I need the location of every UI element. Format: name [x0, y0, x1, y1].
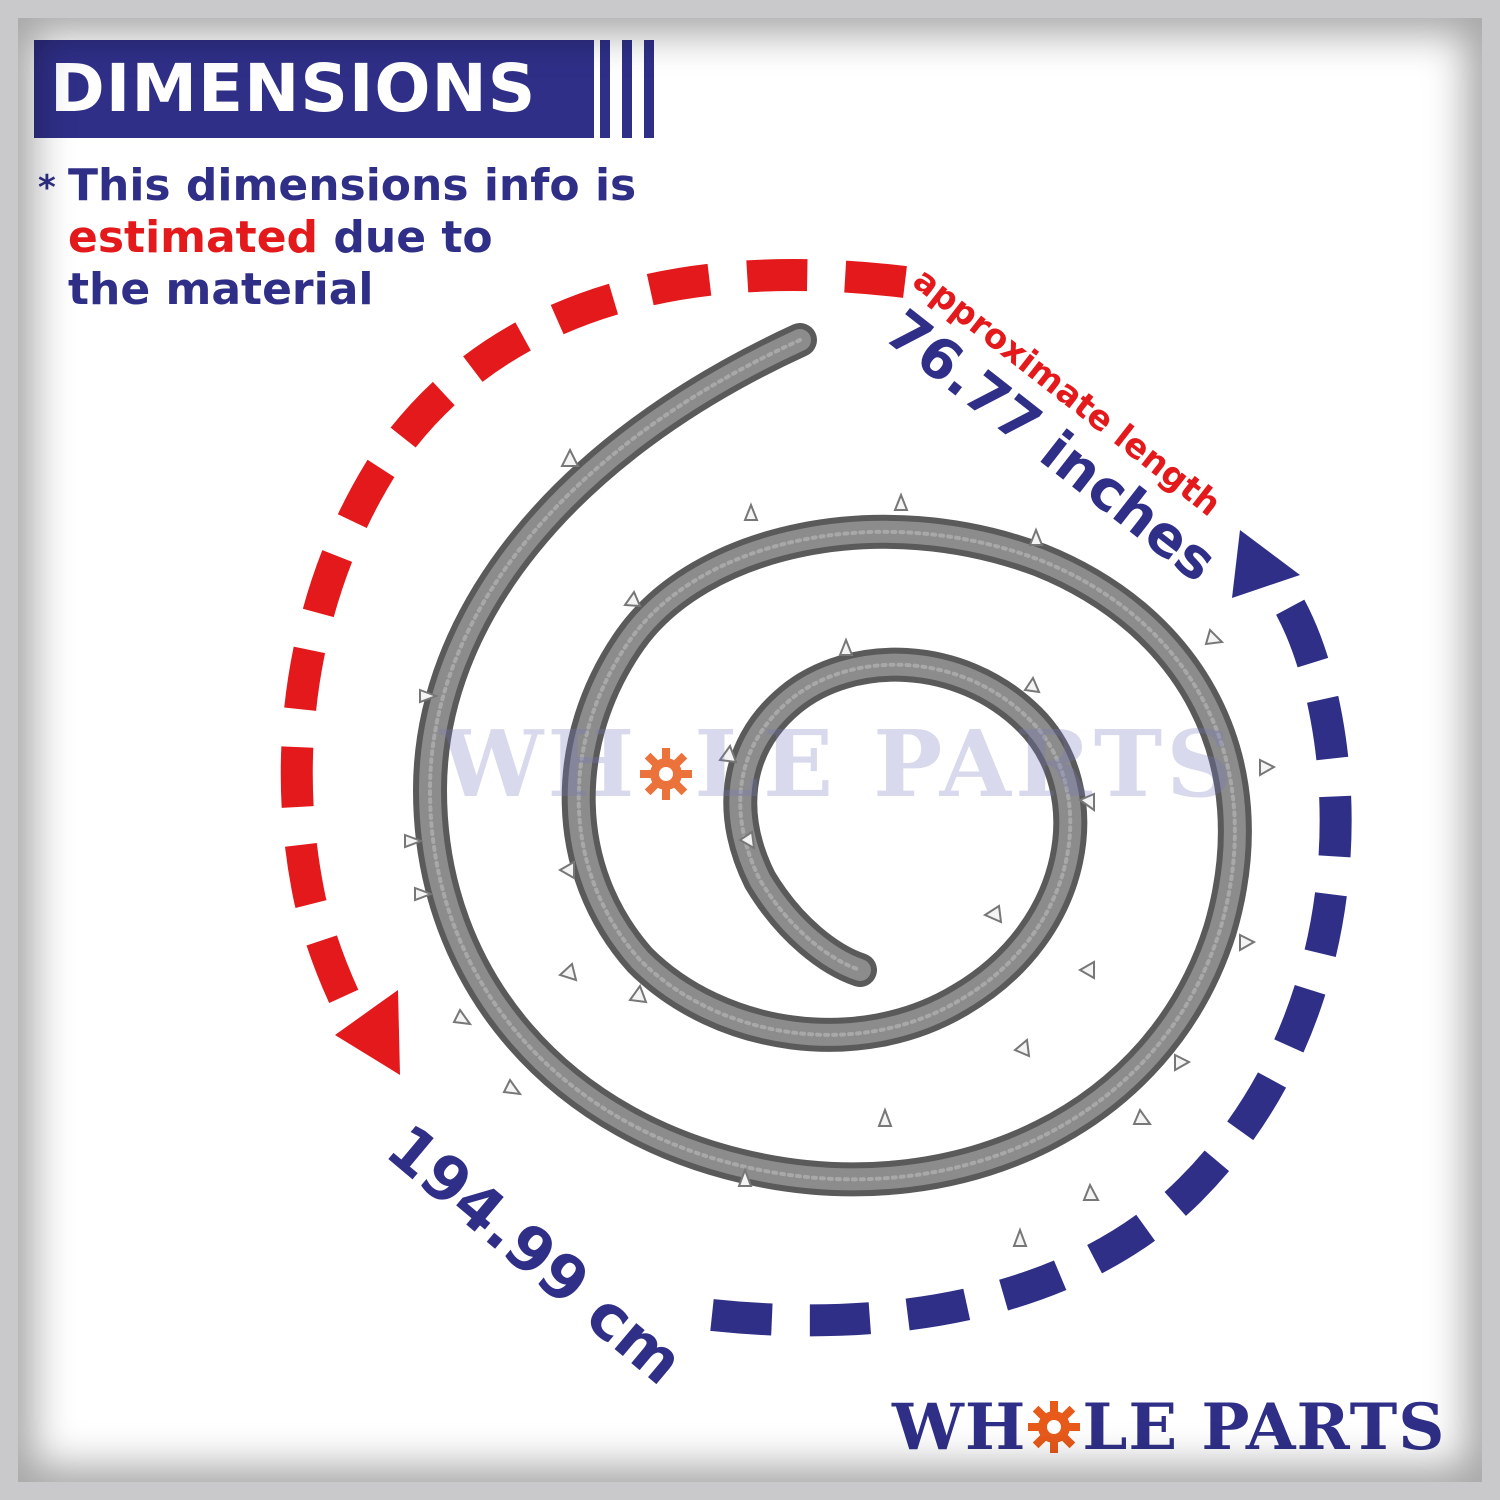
- navy-dashed-arc: [710, 581, 1352, 1337]
- note-line-1: This dimensions info is: [68, 160, 637, 211]
- header-banner: [34, 40, 594, 138]
- watermark-right: LE PARTS: [694, 710, 1237, 818]
- gear-icon: [640, 748, 693, 800]
- brand-watermark: WH LE PARTS: [440, 710, 1237, 818]
- gasket-clips: [404, 447, 1277, 1247]
- disclaimer-note: * This dimensions info is estimated due …: [38, 160, 678, 316]
- arrow-up-icon: [1232, 530, 1300, 598]
- brand-logo: WH LE PARTS: [892, 1390, 1445, 1465]
- watermark-left: WH: [440, 710, 639, 818]
- note-highlight: estimated: [68, 212, 319, 263]
- note-line-2-rest: due to: [318, 212, 493, 263]
- gear-icon: [1028, 1401, 1081, 1453]
- note-line-3: the material: [68, 264, 374, 315]
- page-title: DIMENSIONS: [50, 50, 537, 127]
- brand-logo-left: WH: [892, 1390, 1027, 1465]
- brand-logo-right: LE PARTS: [1082, 1390, 1446, 1465]
- note-line-2: estimated due to: [38, 212, 678, 264]
- arrow-down-icon: [335, 990, 400, 1075]
- header-stripe: [622, 40, 632, 138]
- gasket-spiral: [412, 323, 1252, 1197]
- header-stripe: [600, 40, 610, 138]
- header-stripe: [644, 40, 654, 138]
- asterisk: *: [38, 168, 56, 208]
